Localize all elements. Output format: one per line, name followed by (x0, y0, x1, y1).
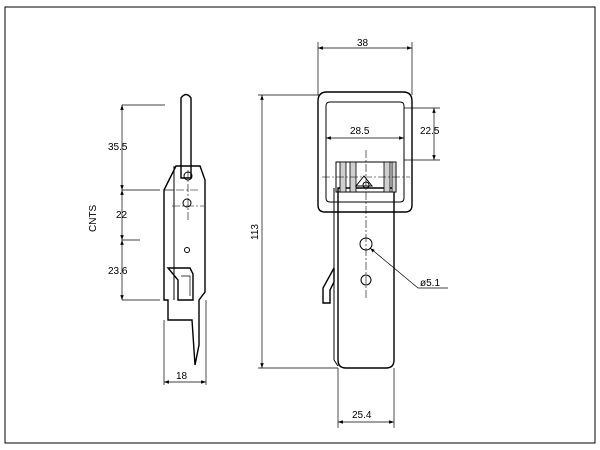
side-pin-hole (182, 198, 192, 208)
plate-corner (333, 359, 339, 367)
dim-label-113: 113 (250, 224, 261, 240)
leader-hole (369, 247, 419, 289)
dim-label-35-5: 35.5 (108, 142, 128, 153)
side-note-cnts: CNTS (88, 204, 99, 232)
dim-label-18: 18 (176, 371, 188, 382)
dim-label-22: 22 (116, 210, 128, 221)
lever-tab (322, 267, 335, 304)
side-lever (166, 267, 194, 301)
side-rod (180, 93, 192, 179)
mount-hole-bottom (360, 274, 372, 286)
dim-label-38: 38 (357, 38, 369, 49)
side-latch-body (163, 165, 206, 366)
loop-inner (325, 101, 405, 203)
side-view: 35.5 22 23.6 18 CNTS (88, 93, 207, 385)
loop-outer (317, 91, 413, 213)
side-lever-detail (181, 275, 191, 296)
latch-plate (337, 187, 395, 369)
dim-label-22-5: 22.5 (420, 126, 440, 137)
front-view: 38 28.5 22.5 113 ø5.1 25.4 (250, 38, 448, 428)
dim-label-28-5: 28.5 (350, 126, 370, 137)
side-rivet (184, 247, 190, 253)
dim-label-25-4: 25.4 (352, 410, 372, 421)
drawing-border (4, 6, 596, 444)
hinge-detail (354, 175, 374, 187)
dim-label-23-6: 23.6 (108, 266, 128, 277)
dim-label-hole: ø5.1 (420, 278, 440, 289)
